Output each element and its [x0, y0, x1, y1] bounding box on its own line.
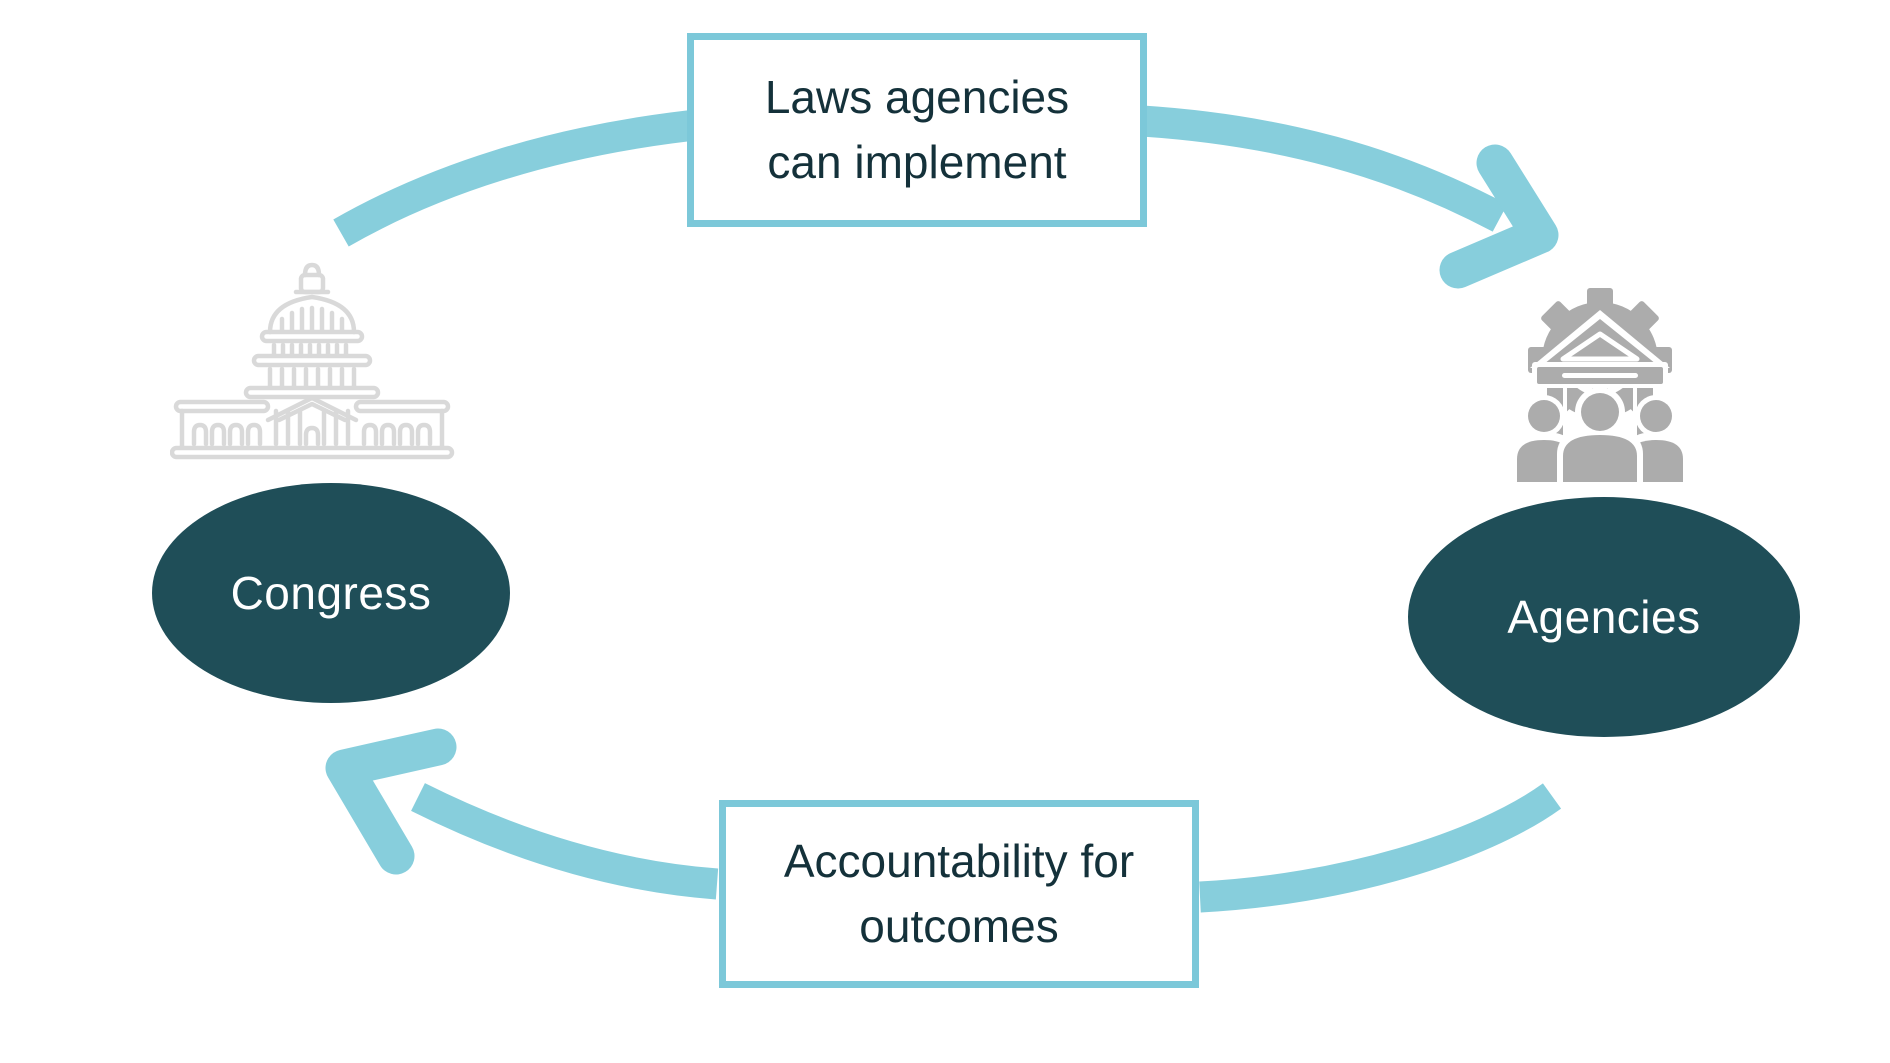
edge-label-accountability-line2: outcomes	[859, 900, 1059, 952]
top-arrow	[333, 105, 1559, 289]
bottom-arrow-band-right	[1199, 783, 1562, 913]
bottom-arrow-band-left	[411, 783, 719, 900]
edge-label-laws-line2: can implement	[767, 136, 1067, 188]
top-arrow-band-right	[1140, 105, 1508, 232]
edge-label-laws-line1: Laws agencies	[764, 70, 1070, 123]
people-icon	[1512, 387, 1688, 482]
capitol-building-icon	[170, 262, 455, 460]
agency-gear-people-icon	[1512, 288, 1688, 482]
node-congress: Congress	[152, 483, 510, 703]
node-agencies-label: Agencies	[1507, 591, 1701, 643]
edge-label-accountability: Accountability for outcomes	[719, 800, 1199, 988]
bottom-arrowhead-icon	[325, 728, 457, 875]
edge-label-accountability-line1: Accountability for	[783, 834, 1135, 887]
top-arrowhead-icon	[1439, 144, 1559, 289]
bottom-arrow	[325, 728, 1562, 913]
top-arrow-band-left	[333, 108, 707, 247]
node-agencies: Agencies	[1408, 497, 1800, 737]
edge-label-laws: Laws agencies can implement	[687, 33, 1147, 227]
node-congress-label: Congress	[230, 567, 432, 619]
